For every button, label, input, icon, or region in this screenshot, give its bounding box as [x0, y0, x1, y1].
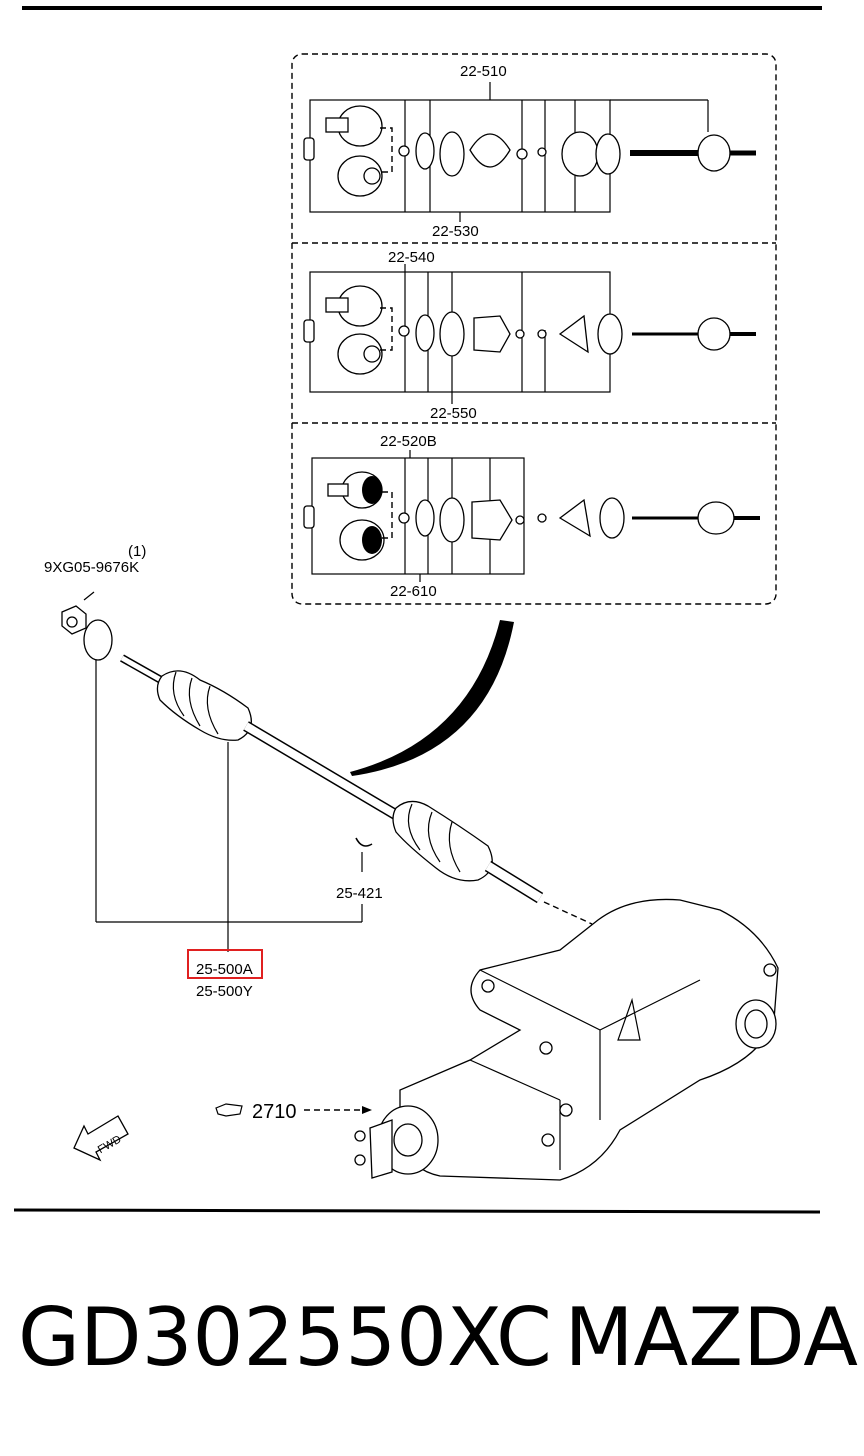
differential-pointer — [215, 1103, 372, 1117]
variant-22-540 — [303, 264, 756, 404]
label-1: (1) — [128, 543, 146, 560]
label-25-421: 25-421 — [336, 885, 383, 902]
highlight-box — [187, 949, 263, 979]
label-22-540: 22-540 — [388, 249, 435, 266]
label-22-610: 22-610 — [390, 583, 437, 600]
label-9xg05-9676k: 9XG05-9676K — [44, 559, 139, 576]
label-22-550: 22-550 — [430, 405, 477, 422]
variant-22-510 — [303, 82, 756, 222]
label-2710: 2710 — [252, 1101, 297, 1123]
brand-name: MAZDA — [564, 1291, 858, 1384]
callout-pointer — [350, 620, 514, 776]
bottom-rule — [13, 1208, 821, 1214]
label-22-510: 22-510 — [460, 63, 507, 80]
label-22-530: 22-530 — [432, 223, 479, 240]
drive-shaft-assembly — [61, 591, 593, 925]
label-25-500y: 25-500Y — [196, 983, 253, 1000]
fwd-arrow — [73, 1115, 129, 1162]
label-25-500a: 25-500A — [196, 961, 253, 978]
part-number: GD302550XC — [18, 1291, 552, 1384]
rear-differential — [354, 898, 779, 1181]
label-22-520b: 22-520B — [380, 433, 437, 450]
leader-lines — [95, 660, 363, 952]
variant-22-520b — [303, 450, 760, 582]
footer-title: GD302550XC MAZDA — [18, 1298, 858, 1378]
variants-callout-box — [291, 53, 777, 605]
